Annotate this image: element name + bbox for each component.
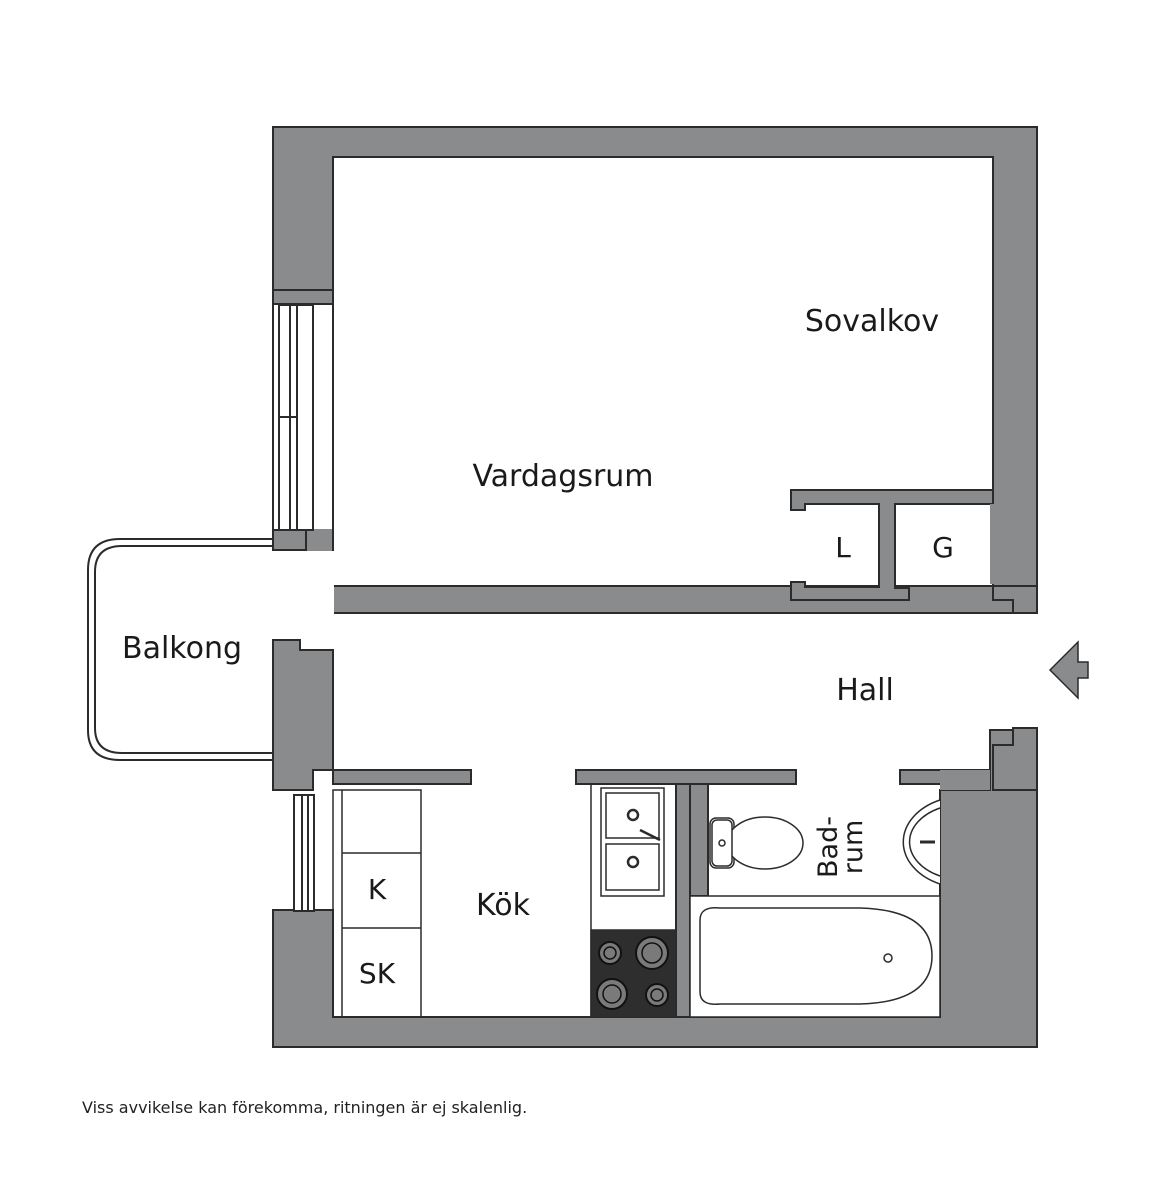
washbasin-icon (902, 799, 941, 885)
outer-walls (272, 126, 1038, 614)
west-jamb-upper (272, 289, 334, 305)
stove-icon (590, 929, 677, 1018)
entrance-jamb-bottom (992, 727, 1038, 791)
kitchen-sink (600, 787, 665, 897)
label-kitchen-k: K (368, 873, 387, 906)
label-balkong: Balkong (122, 631, 242, 666)
label-hall: Hall (836, 673, 894, 708)
interior-walls (332, 769, 991, 1018)
west-wall-mid (272, 639, 334, 791)
label-sovalkov: Sovalkov (805, 304, 939, 339)
toilet-icon (709, 816, 804, 870)
label-closet-g: G (932, 531, 954, 564)
label-kitchen-sk: SK (359, 957, 396, 990)
label-badrum-line1: Bad- (813, 816, 844, 878)
bathtub-icon (689, 895, 941, 1018)
west-wall-stub (272, 529, 307, 551)
label-kok: Kök (476, 888, 531, 923)
entrance-arrow-icon (1048, 640, 1089, 700)
label-vardagsrum: Vardagsrum (472, 459, 653, 494)
entrance-jamb-top (992, 585, 1038, 614)
label-closet-l: L (835, 531, 851, 564)
window-west (278, 304, 314, 531)
floor-plan: Sovalkov Vardagsrum L G Balkong Hall Bad… (87, 126, 1089, 1048)
label-badrum-line2: rum (838, 820, 869, 875)
disclaimer-footnote: Viss avvikelse kan förekomma, ritningen … (82, 1098, 528, 1117)
balcony-rail (87, 538, 273, 761)
window-kitchen (293, 794, 315, 912)
closet-walls (790, 489, 994, 601)
